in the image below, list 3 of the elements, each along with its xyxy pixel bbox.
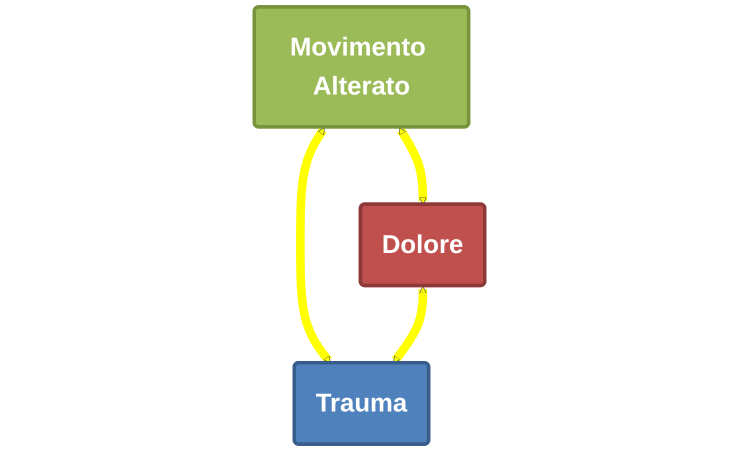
arrow: [397, 127, 428, 205]
arrow: [296, 127, 332, 364]
arrow: [392, 286, 428, 364]
